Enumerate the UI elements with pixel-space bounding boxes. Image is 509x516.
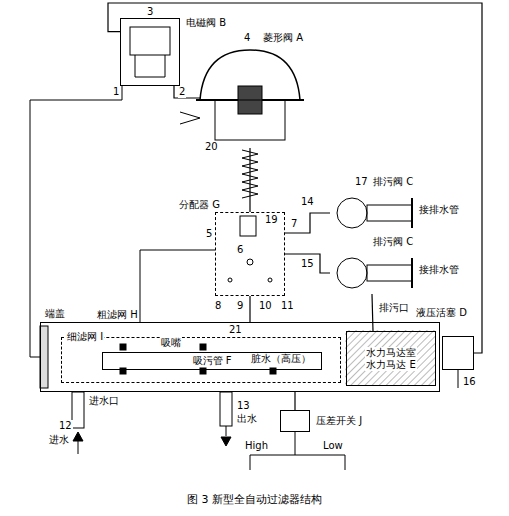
inlet-pipe — [72, 392, 84, 428]
node-label: 液压活塞 D — [415, 307, 468, 319]
drain-flange — [411, 258, 413, 288]
callout-label: 4 — [243, 32, 251, 44]
node-label: 电磁阀 B — [185, 17, 227, 29]
node-label: 细滤网 I — [66, 331, 104, 343]
node-label: 压差开关 J — [315, 415, 363, 427]
suction-nozzle — [120, 344, 126, 350]
drain-valve-body — [337, 258, 367, 288]
pipe-connector — [372, 294, 373, 331]
node-label: 粗滤网 H — [96, 309, 139, 321]
callout-label: 吸嘴 — [160, 337, 182, 349]
outlet-arrow-shaft — [226, 426, 227, 436]
callout-label: 进水口 — [88, 395, 120, 407]
outlet-arrow — [221, 437, 231, 446]
motor-hatching — [345, 330, 435, 385]
suction-nozzle — [270, 368, 276, 374]
callout-label: 接排水管 — [418, 204, 460, 216]
distributor-port — [247, 259, 253, 265]
callout-label: 9 — [236, 300, 244, 312]
suction-nozzle — [200, 368, 206, 374]
callout-label: 15 — [300, 258, 315, 270]
inlet-arrow-shaft — [78, 440, 79, 454]
callout-label: 17 — [354, 176, 369, 188]
callout-label: 21 — [228, 324, 243, 336]
callout-label: 20 — [204, 141, 219, 153]
drain-valve: 排污阀 C — [330, 252, 375, 294]
motor-chamber: 水力马达室水力马达 E — [346, 331, 436, 386]
distributor-piston — [240, 216, 256, 236]
callout-label: 12 — [58, 420, 73, 432]
node-label: 吸污管 F — [192, 355, 233, 367]
end-cap — [40, 326, 48, 388]
callout-label: 端盖 — [44, 308, 66, 320]
valve-box: 电磁阀 B — [120, 18, 180, 86]
drain-outlet — [367, 205, 412, 221]
pipe-connector — [294, 392, 295, 410]
node-label: 水力马达 E — [365, 359, 417, 371]
callout-label: 14 — [300, 196, 315, 208]
callout-label: 10 — [258, 300, 273, 312]
drain-valve-body — [337, 198, 367, 228]
callout-label: 19 — [264, 214, 279, 226]
drain-valve: 排污阀 C — [330, 192, 375, 234]
node-label: 菱形阀 A — [262, 32, 304, 44]
callout-label: 出水 — [236, 413, 258, 425]
pipe-connector — [249, 296, 250, 322]
callout-label: 7 — [290, 218, 298, 230]
callout-label: 13 — [236, 400, 251, 412]
drain-outlet — [367, 265, 412, 281]
distributor-port — [228, 278, 232, 282]
valve-port — [180, 112, 200, 124]
valve-body — [215, 100, 285, 140]
figure-caption: 图 3 新型全自动过滤器结构 — [0, 493, 509, 506]
control-pipe — [140, 250, 215, 322]
callout-label: 接排水管 — [418, 264, 460, 276]
distributor-port — [268, 278, 272, 282]
callout-label: 6 — [236, 244, 244, 256]
callout-label: 排污口 — [378, 302, 410, 314]
node-label: 水力马达室 — [365, 347, 417, 359]
callout-label: 16 — [462, 376, 477, 388]
callout-label: 1 — [112, 86, 120, 98]
suction-nozzle — [120, 368, 126, 374]
callout-label: 11 — [280, 300, 295, 312]
callout-label: 5 — [205, 228, 213, 240]
solenoid-body — [135, 55, 165, 77]
pipe-connector — [108, 3, 482, 353]
suction-nozzle — [200, 344, 206, 350]
node-label: 排污阀 C — [372, 236, 414, 248]
pipe-connector — [285, 254, 330, 273]
callout-label: High — [244, 440, 269, 452]
solenoid-coil — [130, 27, 170, 55]
piston-pipe — [458, 370, 459, 388]
outlet-pipe — [220, 392, 232, 426]
switch-box: 压差开关 J — [280, 410, 310, 432]
node-label: 分配器 G — [178, 199, 221, 211]
callout-label: 脏水（高压） — [250, 353, 312, 365]
callout-label: 3 — [146, 6, 154, 18]
inlet-arrow — [73, 432, 83, 441]
pipe-connector — [249, 148, 250, 212]
pipe-connector — [285, 213, 330, 233]
callout-label: 进水 — [48, 434, 70, 446]
callout-label: Low — [322, 440, 344, 452]
valve-dome: 菱形阀 A — [200, 48, 300, 148]
drain-flange — [411, 198, 413, 228]
callout-label: 2 — [178, 86, 186, 98]
node-label: 排污阀 C — [372, 176, 414, 188]
pipe-connector — [174, 86, 200, 98]
piston-box: 液压活塞 D — [442, 336, 474, 370]
callout-label: 8 — [214, 300, 222, 312]
